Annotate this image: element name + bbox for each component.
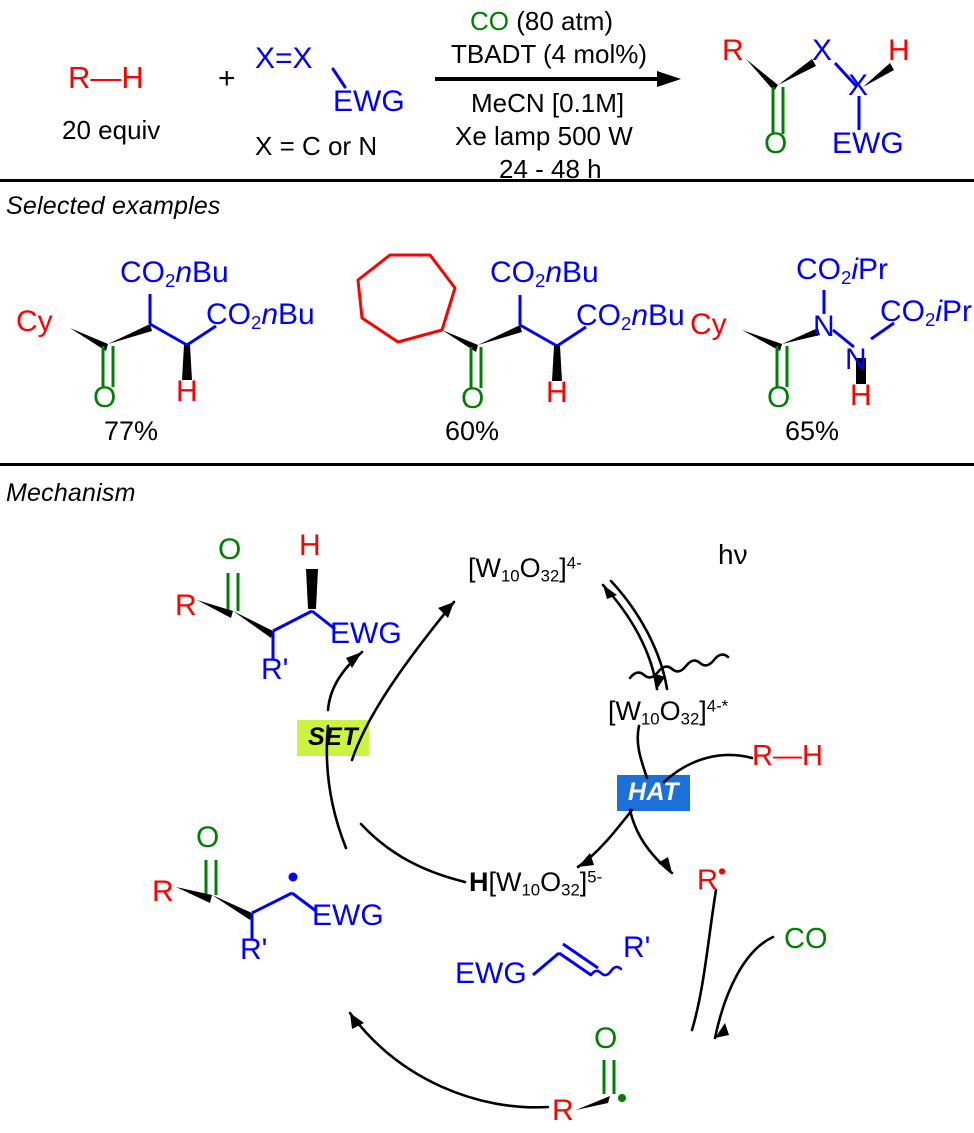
- example-1-cy-label: Cy: [16, 305, 53, 338]
- product-structure: R O X X H EWG: [700, 30, 950, 175]
- excited-to-hat-line: [636, 724, 649, 780]
- acyl-radical-r: R: [552, 1094, 574, 1127]
- example-3-n-left: N: [813, 310, 835, 343]
- hat-to-r-radical-arrow: [628, 808, 674, 875]
- alkene-x-right: X: [292, 42, 313, 75]
- hat-tag-box: HAT: [617, 775, 691, 811]
- example-1-ester-right: CO2nBu: [206, 298, 315, 334]
- excitation-double-arrow: [601, 579, 669, 691]
- r-radical-to-acyl-arrow: [690, 888, 718, 1032]
- example-2-h-label: H: [546, 376, 568, 409]
- condition-lamp-line: Xe lamp 500 W: [455, 121, 633, 151]
- example-1-h-label: H: [176, 375, 198, 408]
- catalyst-excited-state-label: [W10O32]4-*: [608, 696, 729, 729]
- example-2-ester-top: CO2nBu: [490, 256, 599, 292]
- condition-co-label: CO: [470, 6, 509, 36]
- condition-time-line: 24 - 48 h: [499, 154, 602, 184]
- example-3-cy-label: Cy: [690, 308, 727, 341]
- example-3-yield: 65%: [785, 416, 840, 446]
- condition-co-pressure: (80 atm): [509, 6, 614, 36]
- reduced-catalyst-to-ground-arrow: [359, 822, 467, 884]
- substrate-equiv-label: 20 equiv: [62, 115, 161, 145]
- mechanism-product-ewg: EWG: [330, 617, 402, 650]
- condition-solvent-line: MeCN [0.1M]: [471, 88, 625, 118]
- example-1-carbonyl-o: O: [93, 381, 117, 414]
- mechanism-product-structure: O H R R' EWG: [175, 525, 425, 685]
- example-2-yield: 60%: [445, 416, 500, 446]
- photon-squiggle-arrow: [628, 653, 730, 680]
- alkene-x-left: X: [255, 42, 276, 75]
- hat-label: HAT: [617, 775, 691, 811]
- example-3-n-right: N: [845, 343, 867, 376]
- mechanism-product-h: H: [299, 529, 321, 562]
- mechanism-substrate-rh: R—H: [752, 740, 823, 772]
- product-r-label: R: [722, 34, 744, 67]
- example-3-ester-right: CO2iPr: [880, 295, 973, 331]
- substrate-rh-label: R—H: [68, 62, 144, 93]
- alkene-ewg-substrate-label: EWG: [455, 957, 527, 990]
- product-h-label: H: [888, 34, 910, 67]
- divider-top: [0, 179, 974, 182]
- set-tag-box: SET: [297, 720, 370, 756]
- catalyst-ground-state-label: [W10O32]4-: [468, 553, 582, 586]
- catalyst-reduced-label: H[W10O32]5-: [469, 867, 603, 900]
- co-label: CO: [784, 923, 828, 955]
- reaction-arrow: [435, 71, 681, 87]
- mechanism-product-rprime: R': [261, 653, 289, 686]
- x-definition-note: X = C or N: [255, 131, 378, 161]
- example-3-ester-top: CO2iPr: [796, 253, 889, 289]
- condition-co-line: CO (80 atm): [470, 8, 613, 34]
- selected-examples-heading: Selected examples: [6, 192, 221, 220]
- divider-middle: [0, 463, 974, 466]
- alkene-rprime-label: R': [623, 931, 651, 964]
- set-oxidation-arrow: [350, 600, 456, 762]
- rh-to-hat-arrow: [662, 753, 754, 784]
- alkene-double-bond: =: [275, 42, 293, 75]
- radical-adduct-rprime: R': [240, 933, 268, 966]
- alkene-ewg-label: EWG: [333, 85, 405, 118]
- example-2-carbonyl-o: O: [461, 382, 485, 415]
- condition-tbadt-line: TBADT (4 mol%): [451, 39, 647, 69]
- radical-adduct-r: R: [152, 875, 174, 908]
- acyl-radical-structure: O R: [548, 1024, 688, 1133]
- example-2: O CO2nBu CO2nBu H: [330, 240, 685, 414]
- radical-adduct-ewg: EWG: [312, 899, 384, 932]
- example-3: Cy O N N CO2iPr CO2iPr H: [690, 250, 974, 413]
- set-label: SET: [297, 720, 370, 756]
- product-x1-label: X: [812, 34, 833, 67]
- example-2-ester-right: CO2nBu: [576, 299, 685, 335]
- acyl-to-adduct-arrow: [348, 1011, 550, 1109]
- substrate-r-symbol: R: [68, 60, 91, 95]
- product-ewg-label: EWG: [832, 127, 904, 160]
- substrate-bond-dash: —: [90, 60, 122, 95]
- example-3-carbonyl-o: O: [767, 381, 791, 414]
- plus-sign: +: [218, 62, 236, 95]
- mechanism-heading: Mechanism: [6, 479, 136, 507]
- photon-hv-label: hν: [718, 539, 748, 570]
- example-3-h-label: H: [850, 379, 872, 412]
- alkene-xx-label: X=X: [255, 44, 313, 74]
- example-1-yield: 77%: [104, 416, 159, 446]
- radical-adduct-o: O: [196, 821, 220, 854]
- radical-adduct-structure: O R R' EWG: [140, 815, 390, 965]
- product-o-label: O: [764, 127, 788, 160]
- acyl-radical-o: O: [594, 1022, 618, 1055]
- set-reduction-arrow: [325, 650, 364, 850]
- example-1-ester-top: CO2nBu: [120, 256, 229, 292]
- hat-to-reduced-catalyst-arrow: [576, 808, 634, 869]
- example-1: Cy O CO2nBu CO2nBu H: [10, 250, 315, 413]
- co-addition-arrow: [713, 935, 775, 1040]
- mechanism-product-o: O: [218, 533, 242, 566]
- r-radical-label: R•: [697, 858, 727, 897]
- product-x2-label: X: [848, 69, 869, 102]
- substrate-h-symbol: H: [121, 60, 144, 95]
- alkene-substrate-structure: EWG R': [455, 925, 675, 995]
- mechanism-product-r: R: [175, 589, 197, 622]
